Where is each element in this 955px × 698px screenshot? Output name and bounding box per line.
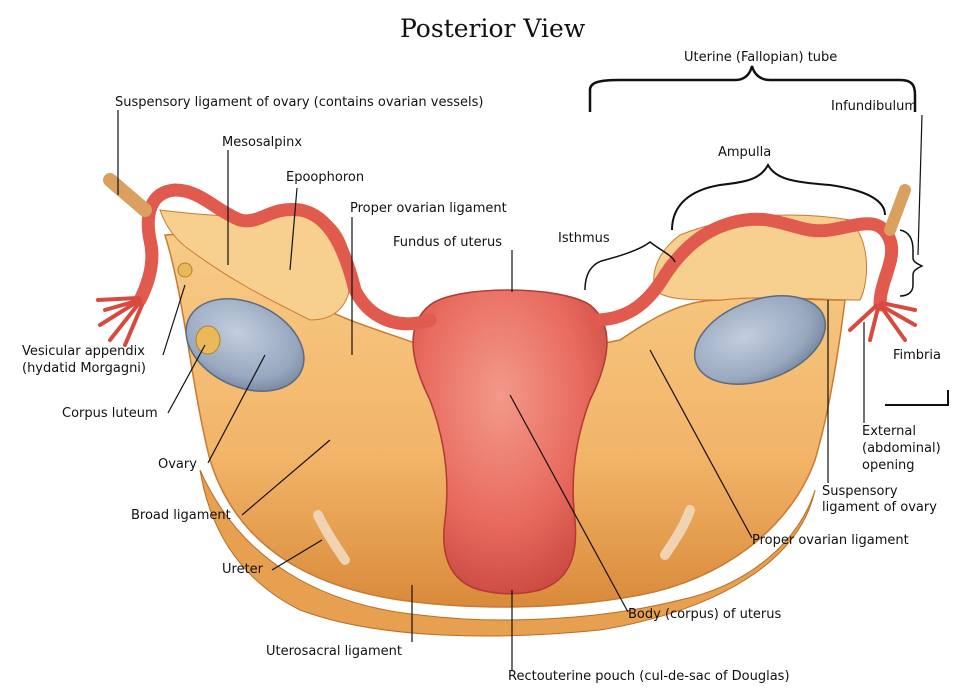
label-mesosalpinx: Mesosalpinx [222,135,302,151]
label-rectouterine: Rectouterine pouch (cul-de-sac of Dougla… [508,669,790,685]
label-ampulla: Ampulla [718,145,771,161]
right-suspensory-stump [890,190,905,230]
label-external-2: (abdominal) [862,441,941,457]
label-corpus-luteum: Corpus luteum [62,406,158,422]
label-vesicular-appendix-1: Vesicular appendix [22,344,145,360]
label-suspensory-top: Suspensory ligament of ovary (contains o… [115,95,484,111]
right-fimbria-shape [850,303,915,340]
label-suspensory-right-1: Suspensory [822,484,898,500]
label-proper-ovarian-right: Proper ovarian ligament [752,533,909,549]
label-fundus: Fundus of uterus [393,235,502,251]
label-proper-ovarian-top: Proper ovarian ligament [350,201,507,217]
corpus-luteum-shape [196,326,220,354]
vesicular-appendix-shape [178,263,192,277]
left-suspensory-stump [110,180,145,210]
left-fimbria-shape [98,298,142,345]
fimbria-bracket [885,390,948,405]
label-infundibulum: Infundibulum [831,99,917,115]
label-fimbria: Fimbria [893,348,941,364]
label-epoophoron: Epoophoron [286,170,364,186]
page-title: Posterior View [400,14,585,43]
label-ovary: Ovary [158,457,197,473]
label-body-uterus: Body (corpus) of uterus [628,607,781,623]
label-uterine-tube: Uterine (Fallopian) tube [684,50,837,66]
label-isthmus: Isthmus [558,231,610,247]
label-external-1: External [862,424,916,440]
label-external-3: opening [862,458,915,474]
label-uterosacral: Uterosacral ligament [266,644,402,660]
label-broad-ligament: Broad ligament [131,508,231,524]
label-ureter: Ureter [222,562,263,578]
label-suspensory-right-2: ligament of ovary [822,500,937,516]
label-vesicular-appendix-2: (hydatid Morgagni) [22,361,146,377]
